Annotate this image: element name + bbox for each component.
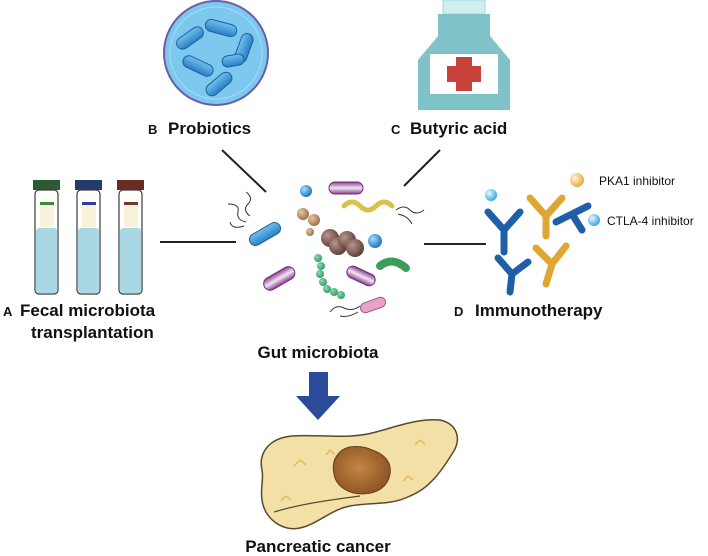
probiotic-bacteria-icon (176, 18, 254, 97)
test-tube-icon (75, 180, 102, 295)
bacterium-coccus-icon (306, 228, 314, 236)
test-tube-icon (117, 180, 144, 295)
label-letter-d: D (454, 304, 463, 319)
bacterium-rod-icon (346, 265, 376, 287)
tumor-icon (332, 446, 391, 495)
connector-lines (160, 149, 486, 245)
antibody-icon (494, 254, 532, 296)
gut-microbiota-cluster-icon (227, 181, 425, 317)
bacterium-rod-icon (263, 266, 296, 291)
bacterium-rod-icon (248, 222, 282, 246)
immunotherapy-antibodies-icon (484, 194, 592, 296)
bacterium-rod-icon (376, 257, 410, 272)
antibody-icon (532, 242, 570, 288)
down-arrow-icon (296, 372, 340, 420)
pancreatic-cancer-label: Pancreatic cancer (245, 537, 391, 556)
inhibitor-dot-icon (588, 214, 600, 226)
bacterium-rod-icon (359, 296, 387, 314)
gut-microbiota-label: Gut microbiota (258, 343, 379, 362)
ctla4-inhibitor-label: CTLA-4 inhibitor (607, 214, 694, 228)
probiotics-petri-dish-icon (163, 0, 269, 106)
label-letter-a: A (3, 304, 13, 319)
bacterium-spiral-icon (341, 199, 395, 213)
fecal-transplant-tubes-icon (33, 180, 144, 295)
inhibitor-dot-icon (485, 189, 497, 201)
antibody-icon (526, 194, 566, 240)
bacterium-coccus-icon (346, 239, 364, 257)
bacterium-chain-icon (314, 254, 345, 299)
pancreas-icon (260, 418, 459, 530)
bacterium-rod-icon (328, 181, 364, 195)
connector-line-probiotics (221, 149, 267, 193)
connector-line-butyric (403, 149, 441, 187)
antibody-icon (484, 208, 524, 256)
fecal-transplant-label-line1: Fecal microbiota (20, 301, 156, 320)
red-cross-icon (447, 57, 481, 91)
pka1-inhibitor-label: PKA1 inhibitor (599, 174, 675, 188)
fecal-transplant-label-line2: transplantation (31, 323, 154, 342)
bacterium-coccus-icon (368, 234, 382, 248)
bacterium-coccus-icon (300, 185, 312, 197)
label-letter-b: B (148, 122, 157, 137)
test-tube-icon (33, 180, 60, 295)
butyric-acid-bottle-icon (418, 0, 510, 110)
butyric-acid-label: Butyric acid (410, 119, 507, 138)
immunotherapy-label: Immunotherapy (475, 301, 603, 320)
bacterium-coccus-icon (297, 208, 309, 220)
inhibitor-dot-icon (570, 173, 584, 187)
antibody-icon (552, 202, 592, 234)
label-letter-c: C (391, 122, 401, 137)
probiotics-label: Probiotics (168, 119, 251, 138)
bacterium-coccus-icon (308, 214, 320, 226)
